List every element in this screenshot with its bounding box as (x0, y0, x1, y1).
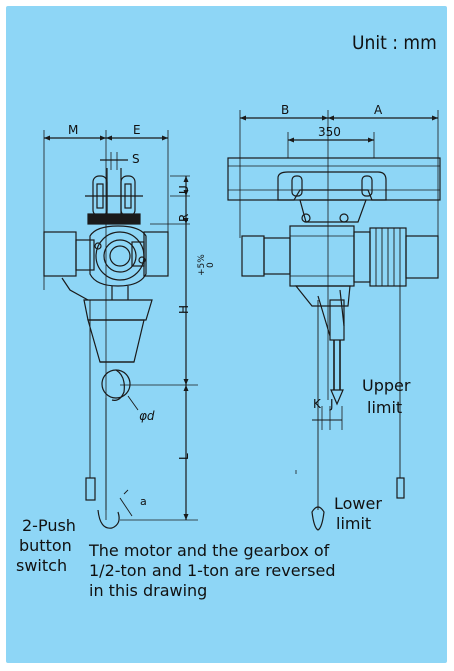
motor-cap (241, 235, 265, 277)
dim-label-tolerance-bottom: 0 (206, 262, 216, 268)
upper-limit-label-2: limit (367, 398, 403, 417)
upper-limit-label-1: Upper (362, 376, 411, 395)
hoist-case (87, 319, 145, 363)
motor-left (43, 231, 77, 277)
switch-label-2: button (19, 536, 72, 555)
dim-label-k: K (313, 397, 321, 411)
drawing-note: The motor and the gearbox of 1/2-ton and… (89, 541, 336, 601)
unit-label: Unit : mm (352, 32, 437, 54)
push-button-switch (85, 477, 96, 501)
gearbox-right (143, 231, 169, 277)
dim-label-350: 350 (318, 125, 341, 139)
trolley-frame (277, 171, 387, 201)
dim-label-r: R (177, 213, 191, 222)
i-beam (227, 157, 441, 201)
brake-cover (405, 235, 439, 279)
dim-label-l: L (177, 453, 191, 460)
drawing-panel (6, 6, 447, 663)
dim-label-d: φd (139, 409, 155, 423)
switch-label-3: switch (16, 556, 68, 575)
dim-label-h: H (177, 304, 191, 314)
hoist-housing (289, 225, 355, 287)
upper-limit-stopper (330, 389, 344, 406)
lower-limit-label-2: limit (336, 514, 372, 533)
hoist-body (89, 225, 147, 287)
note-line-1: The motor and the gearbox of (89, 541, 330, 560)
front-view (227, 110, 441, 531)
dim-label-b: B (281, 103, 290, 117)
dim-label-s: S (132, 152, 140, 166)
dim-label-a: a (140, 495, 147, 508)
trolley-bar (87, 213, 141, 225)
switch-label-1: 2-Push (22, 516, 76, 535)
chain-guide (329, 299, 345, 341)
lower-limit-stopper (311, 506, 325, 531)
dim-label-u: U (177, 185, 191, 194)
lower-limit-label-1: Lower (334, 494, 382, 513)
dim-label-j: J (330, 397, 334, 411)
note-line-2: 1/2-ton and 1-ton are reversed (89, 561, 336, 580)
dim-label-e: E (133, 123, 141, 137)
dim-label-a-upper: A (374, 103, 383, 117)
lower-hook (97, 509, 120, 529)
side-view (43, 130, 198, 529)
dim-label-m: M (68, 123, 79, 137)
note-line-3: in this drawing (89, 581, 208, 600)
